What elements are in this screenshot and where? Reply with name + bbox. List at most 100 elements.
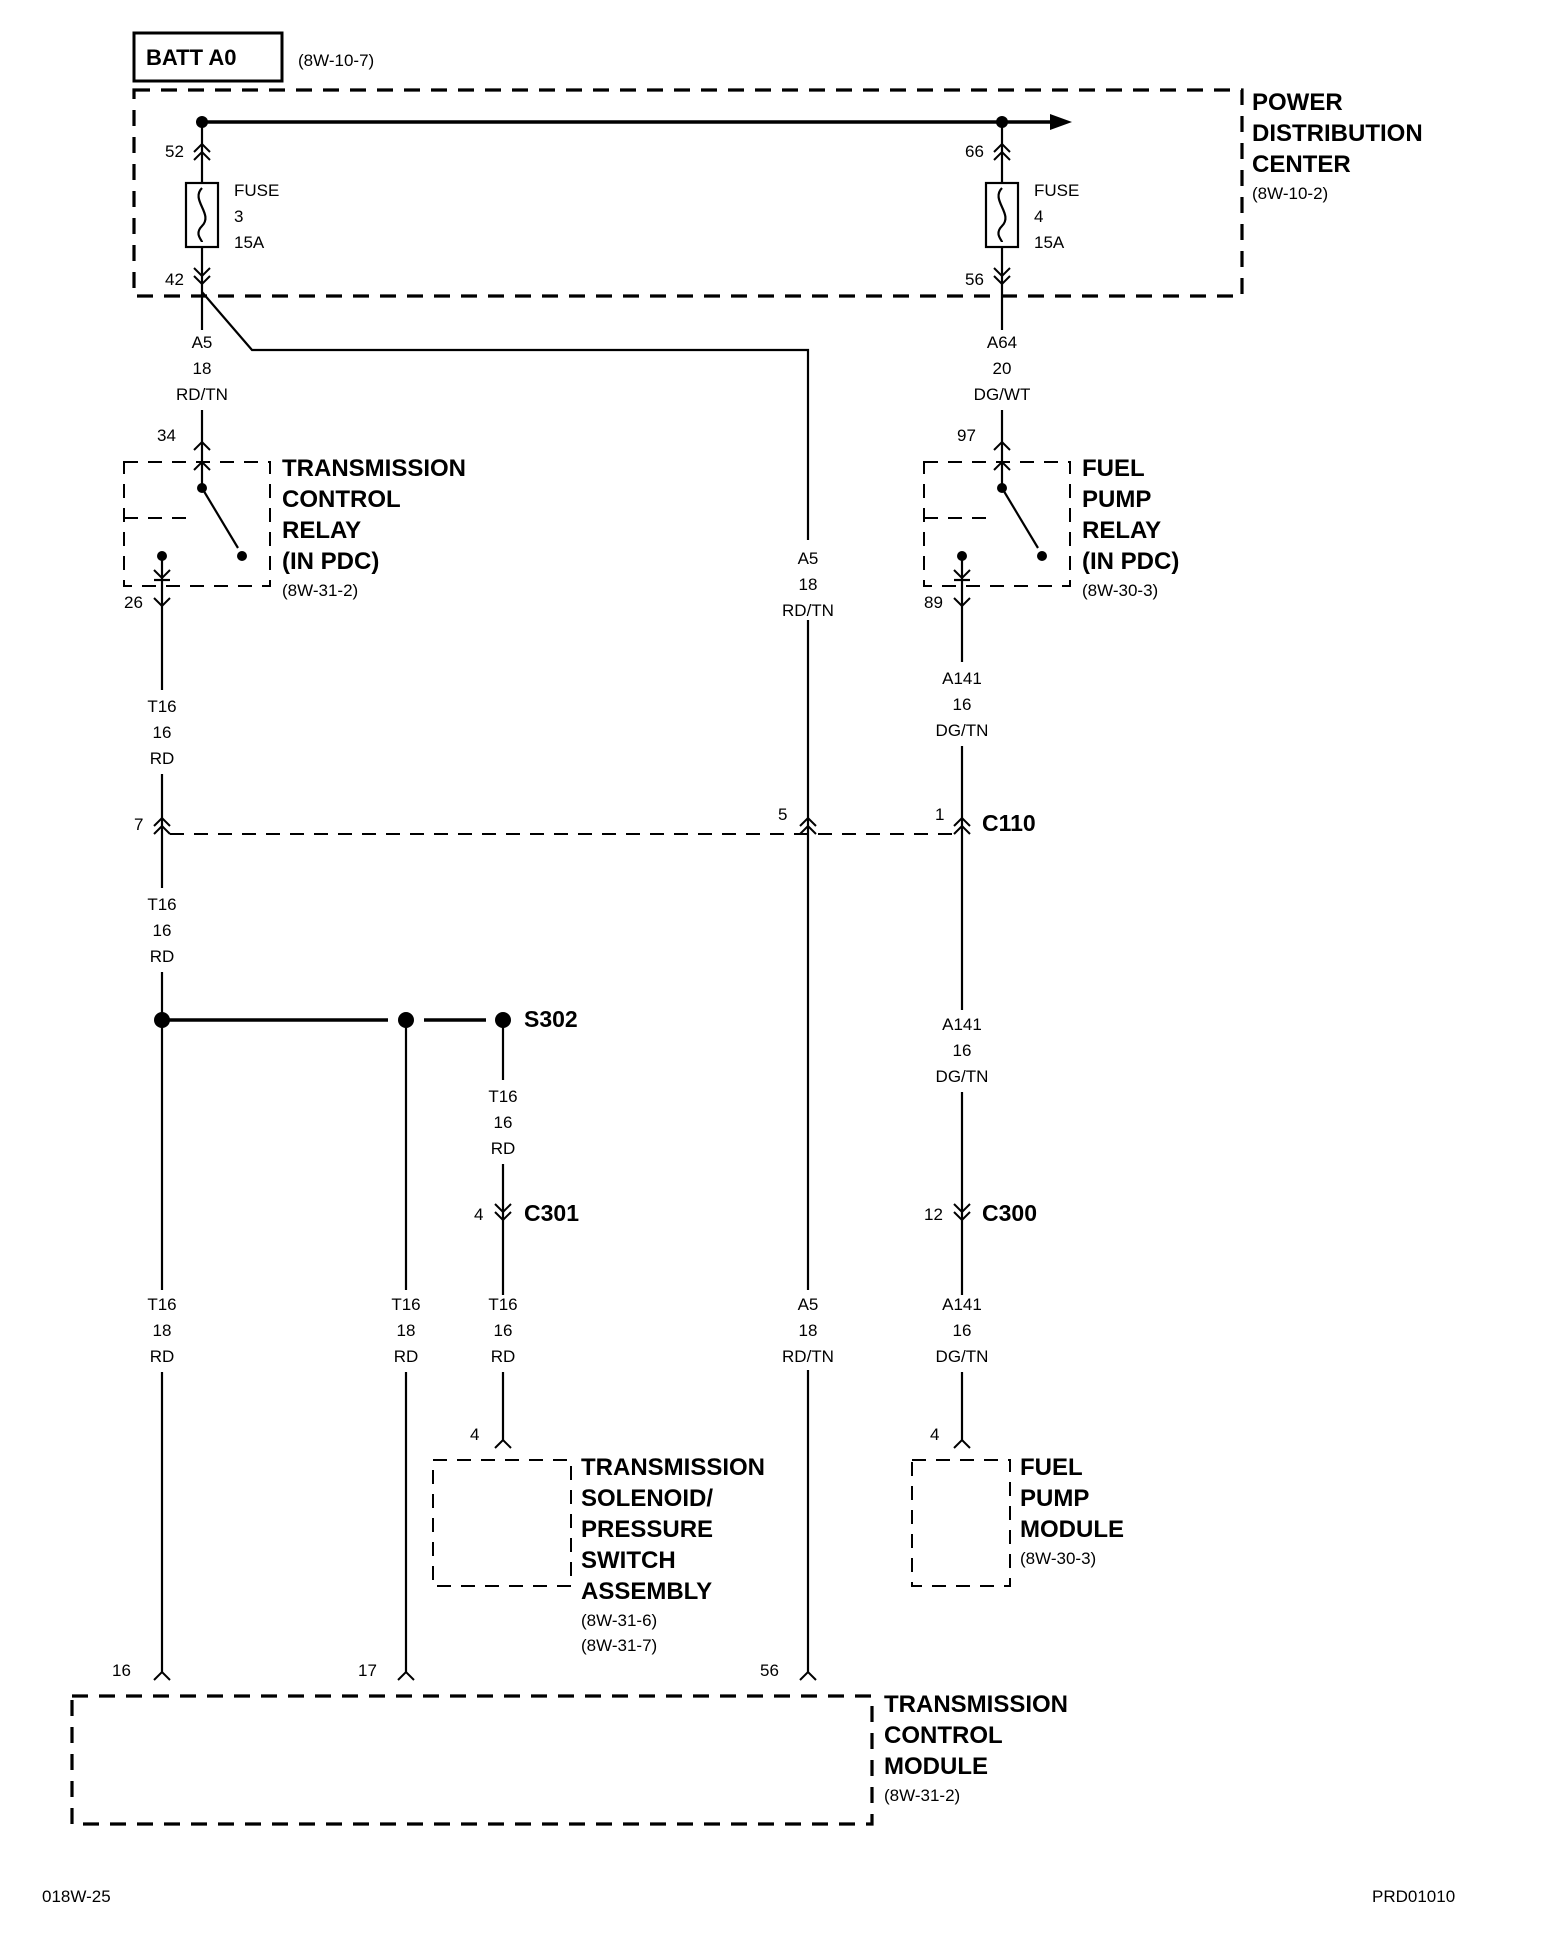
fpr-outline (923, 461, 1071, 587)
pdc-title-1: POWER (1252, 89, 1343, 116)
fuse4-pin-in: 66 (965, 142, 984, 161)
a141-3-label-3: DG/TN (936, 1347, 989, 1366)
tcm-pin-17-label: 17 (358, 1661, 377, 1680)
c110-label: C110 (982, 810, 1036, 836)
solenoid-pin-label: 4 (470, 1425, 479, 1444)
a141-3-label-1: A141 (942, 1295, 982, 1314)
t16-1-label-2: 16 (153, 723, 172, 742)
a141-2-label-3: DG/TN (936, 1067, 989, 1086)
t16-3-label-3: RD (491, 1139, 516, 1158)
fpm-title-2: PUMP (1020, 1485, 1089, 1512)
c300-label: C300 (982, 1200, 1037, 1226)
a5-bot-label-3: RD/TN (782, 1347, 834, 1366)
fpr-title-2: PUMP (1082, 486, 1151, 513)
tcr-in-connector (193, 440, 211, 451)
a141-2-label-2: 16 (953, 1041, 972, 1060)
t16-2-label-mask (134, 888, 190, 968)
a5-top-label-1: A5 (192, 333, 213, 352)
solenoid-title-2: SOLENOID/ (581, 1485, 713, 1512)
fpr-switch-arm (1001, 487, 1039, 549)
t16-1-label-1: T16 (147, 697, 176, 716)
fuse4-out-connector (993, 267, 1011, 286)
a5-top-label-2: 18 (193, 359, 212, 378)
tcr-title-3: RELAY (282, 517, 361, 544)
fpr-in-connector (993, 440, 1011, 451)
fpr-title-3: RELAY (1082, 517, 1161, 544)
batt-ref: (8W-10-7) (298, 51, 374, 70)
c110-pin-5-label: 5 (778, 805, 787, 824)
t16-2-label-1: T16 (147, 895, 176, 914)
tcm-title-2: CONTROL (884, 1722, 1003, 1749)
tcm-pin56-connector (799, 1670, 817, 1681)
tcr-title-2: CONTROL (282, 486, 401, 513)
c301-connector (494, 1203, 512, 1222)
fpm-connector (953, 1438, 971, 1449)
solenoid-outline (432, 1459, 572, 1587)
c301-pin-label: 4 (474, 1205, 483, 1224)
a64-label-2: 20 (993, 359, 1012, 378)
t16-4-label-3: RD (491, 1347, 516, 1366)
fpr-title-4: (IN PDC) (1082, 548, 1179, 575)
t16-18b-label-3: RD (394, 1347, 419, 1366)
fuse4-label-3: 15A (1034, 233, 1065, 252)
solenoid-title-4: SWITCH (581, 1547, 676, 1574)
fuse4-in-connector (993, 142, 1011, 161)
fpm-ref: (8W-30-3) (1020, 1549, 1096, 1568)
c110-pin5 (799, 816, 817, 835)
a5-mid-label-1: A5 (798, 549, 819, 568)
solenoid-title-5: ASSEMBLY (581, 1578, 712, 1605)
tcr-title-4: (IN PDC) (282, 548, 379, 575)
c110-pin-1-label: 1 (935, 805, 944, 824)
fuse4-element (997, 187, 1007, 243)
bus-arrow (1050, 114, 1072, 130)
tcm-pin-16-label: 16 (112, 1661, 131, 1680)
fpr-arrow (993, 460, 1011, 471)
a5-bot-label-2: 18 (799, 1321, 818, 1340)
tcr-ref: (8W-31-2) (282, 581, 358, 600)
tcr-switch-arm (201, 487, 239, 549)
solenoid-connector (494, 1438, 512, 1449)
t16-18a-label-1: T16 (147, 1295, 176, 1314)
fuse3-body (184, 181, 220, 249)
a141-1-label-1: A141 (942, 669, 982, 688)
a5-bot-label-1: A5 (798, 1295, 819, 1314)
t16-18b-label-1: T16 (391, 1295, 420, 1314)
tcm-title-3: MODULE (884, 1753, 988, 1780)
tcr-out-arrow (153, 569, 171, 580)
fuse4-pin-out: 56 (965, 270, 984, 289)
t16-2-label-3: RD (150, 947, 175, 966)
c300-connector (953, 1203, 971, 1222)
fuse4-label-1: FUSE (1034, 181, 1079, 200)
a5-mid-label-2: 18 (799, 575, 818, 594)
tcm-pin-56-label: 56 (760, 1661, 779, 1680)
c301-label: C301 (524, 1200, 579, 1226)
fuse3-element (197, 187, 207, 243)
fpm-pin-label: 4 (930, 1425, 939, 1444)
t16-4-label-1: T16 (488, 1295, 517, 1314)
tcr-pin-out: 26 (124, 593, 143, 612)
tcm-pin16-connector (153, 1670, 171, 1681)
tcr-contact (237, 551, 247, 561)
pdc-outline (132, 88, 1244, 298)
a64-label-3: DG/WT (974, 385, 1031, 404)
a64-label-1: A64 (987, 333, 1017, 352)
fpr-pin-in: 97 (957, 426, 976, 445)
batt-label: BATT A0 (146, 45, 236, 70)
a141-3-label-2: 16 (953, 1321, 972, 1340)
solenoid-title-3: PRESSURE (581, 1516, 713, 1543)
footer-left: 018W-25 (42, 1887, 111, 1906)
tcm-title-1: TRANSMISSION (884, 1691, 1068, 1718)
fuse4-label-2: 4 (1034, 207, 1043, 226)
fuse3-in-connector (193, 142, 211, 161)
a5-mid-label-mask (780, 540, 836, 620)
t16-1-label-3: RD (150, 749, 175, 768)
tcr-title-1: TRANSMISSION (282, 455, 466, 482)
footer-right: PRD01010 (1372, 1887, 1455, 1906)
tcr-outline (123, 461, 271, 587)
fuse3-label-1: FUSE (234, 181, 279, 200)
t16-18a-label-3: RD (150, 1347, 175, 1366)
pdc-ref: (8W-10-2) (1252, 184, 1328, 203)
t16-3-label-2: 16 (494, 1113, 513, 1132)
c110-pin1 (953, 816, 971, 835)
